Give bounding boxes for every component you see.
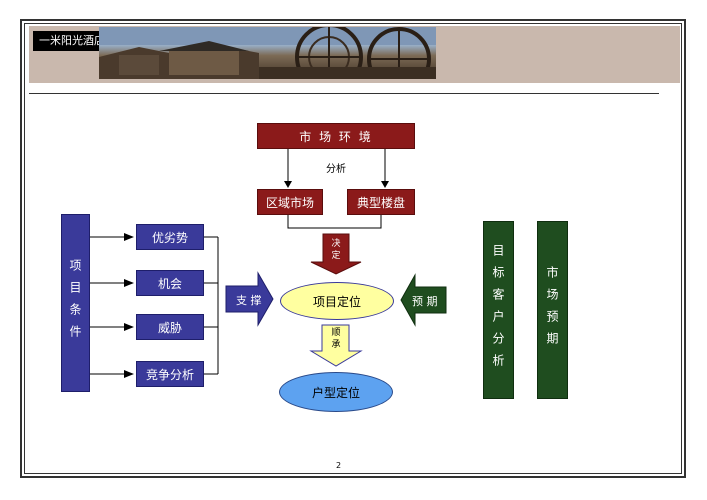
- project-positioning-ellipse: 项目定位: [280, 282, 394, 320]
- decide-label: 决定: [331, 239, 341, 261]
- decide-arrow: [310, 233, 362, 275]
- market-expectation-box: 市场预期: [537, 221, 568, 399]
- slide-frame-outer: [20, 19, 686, 478]
- header-photo: [99, 27, 436, 79]
- typical-property-box: 典型楼盘: [347, 189, 415, 215]
- waterwheel-photo-image: [99, 27, 436, 79]
- expectation-arrow: [400, 273, 447, 327]
- header-divider: [29, 93, 659, 94]
- strengths-box: 优劣势: [136, 224, 204, 250]
- support-arrow: [225, 271, 274, 327]
- regional-market-box: 区域市场: [257, 189, 323, 215]
- slide-frame-inner: [24, 23, 682, 474]
- threat-box: 威胁: [136, 314, 204, 340]
- analysis-label: 分析: [326, 164, 346, 175]
- follow-arrow: [309, 324, 363, 367]
- opportunity-box: 机会: [136, 270, 204, 296]
- project-conditions-box: 项目条件: [61, 214, 90, 392]
- target-customer-box: 目标客户分析: [483, 221, 514, 399]
- support-label: 支 撑: [236, 294, 262, 307]
- page-number: 2: [336, 461, 342, 470]
- unit-positioning-ellipse: 户型定位: [279, 372, 393, 412]
- competition-box: 竞争分析: [136, 361, 204, 387]
- expectation-label: 预 期: [412, 295, 438, 308]
- header-title: 一米阳光酒店: [33, 31, 99, 51]
- follow-label: 顺承: [331, 328, 341, 350]
- market-environment-box: 市 场 环 境: [257, 123, 415, 149]
